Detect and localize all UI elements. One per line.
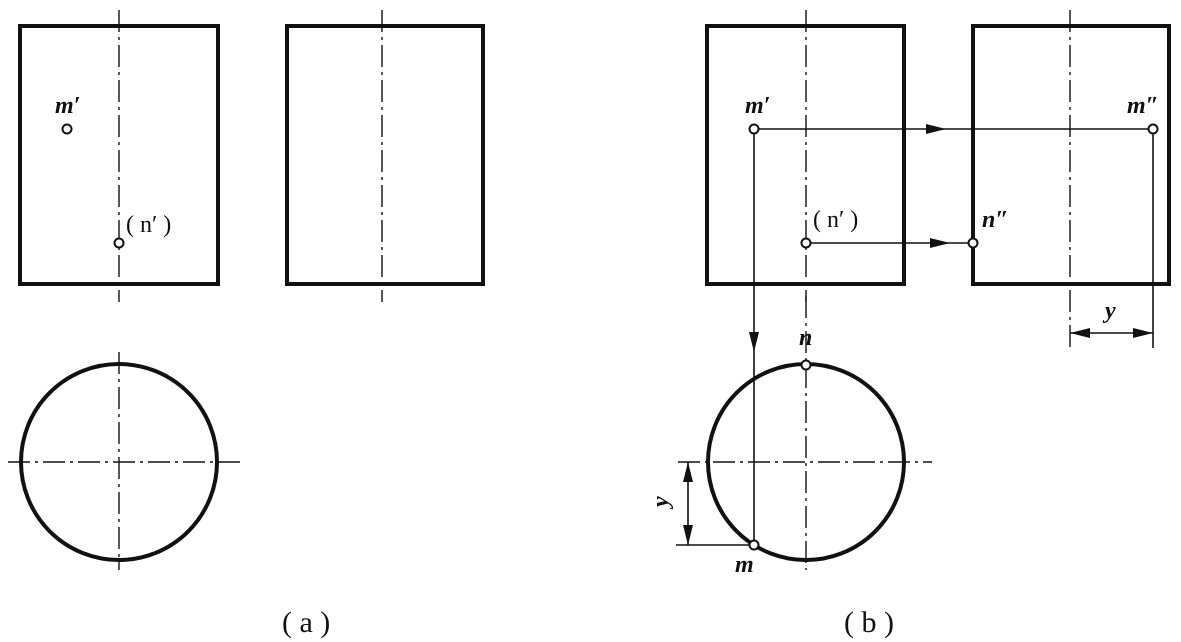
label-n-double-prime: n″ bbox=[982, 207, 1009, 233]
point-m-prime-a bbox=[61, 123, 73, 135]
point-n-top bbox=[800, 359, 812, 371]
dim-arrow-side-right bbox=[1133, 328, 1153, 338]
label-n-prime-b: ( n′ ) bbox=[813, 207, 858, 233]
side-view-rect-a bbox=[285, 24, 485, 286]
point-n-prime-a bbox=[113, 237, 125, 249]
label-m-double-prime: m″ bbox=[1127, 93, 1159, 119]
label-n-prime-a: ( n′ ) bbox=[126, 212, 171, 238]
panel-b: y y m′ ( n′ ) m″ n″ n m ( b ) bbox=[648, 10, 1171, 639]
label-dim-side-y: y bbox=[1102, 298, 1116, 324]
arrow-m-to-side bbox=[926, 124, 946, 134]
point-n-prime-b bbox=[800, 237, 812, 249]
caption-a: ( a ) bbox=[282, 606, 330, 639]
arrow-m-to-top bbox=[749, 332, 759, 352]
point-m-double-prime bbox=[1147, 123, 1159, 135]
point-m-top bbox=[748, 539, 760, 551]
label-dim-top-y: y bbox=[648, 496, 674, 510]
arrow-n-to-side bbox=[930, 238, 950, 248]
dim-arrow-top-up bbox=[683, 462, 693, 482]
dim-arrow-top-down bbox=[683, 525, 693, 545]
label-m-prime-b: m′ bbox=[745, 93, 770, 119]
panel-a: m′ ( n′ ) ( a ) bbox=[8, 10, 485, 639]
label-m-prime-a: m′ bbox=[55, 93, 80, 119]
label-m-top: m bbox=[735, 552, 754, 578]
point-m-prime-b bbox=[748, 123, 760, 135]
point-n-double-prime bbox=[967, 237, 979, 249]
caption-b: ( b ) bbox=[844, 606, 894, 639]
label-n-top: n bbox=[799, 325, 812, 351]
side-view-rect-b bbox=[971, 24, 1171, 286]
dim-arrow-side-left bbox=[1070, 328, 1090, 338]
